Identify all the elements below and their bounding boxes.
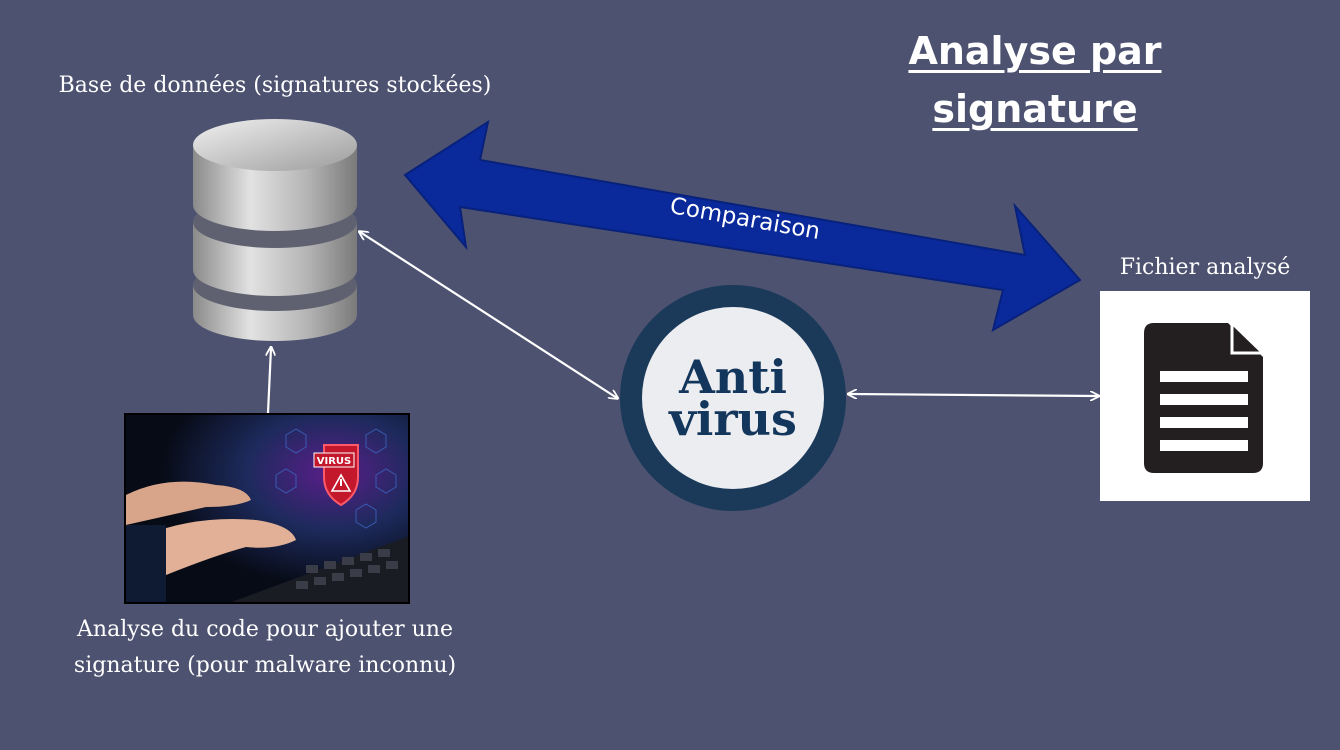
antivirus-line-1: Anti [679, 350, 787, 404]
code-analysis-label-line-1: Analyse du code pour ajouter une [77, 617, 453, 642]
antivirus-line-2: virus [669, 392, 797, 446]
file-label: Fichier analysé [1119, 255, 1291, 280]
code-analysis-label-line-2: signature (pour malware inconnu) [73, 653, 457, 678]
analysis-db-connector [268, 348, 271, 414]
analyzed-file-box [1100, 291, 1310, 501]
title-line-2: signature [932, 87, 1138, 131]
diagram-title: Analyse par signature [880, 22, 1190, 138]
virus-badge-text: VIRUS [317, 456, 351, 467]
antivirus-file-connector [849, 394, 1098, 396]
database-icon [193, 119, 357, 341]
code-analysis-label: Analyse du code pour ajouter une signatu… [20, 612, 510, 684]
db-antivirus-connector [360, 232, 617, 398]
code-analysis-photo: VIRUS [124, 413, 410, 604]
database-label: Base de données (signatures stockées) [58, 73, 492, 98]
title-line-1: Analyse par [908, 29, 1162, 73]
comparison-arrow [403, 119, 1082, 333]
hacker-keyboard-image: VIRUS [126, 415, 408, 602]
antivirus-node: Anti virus [642, 307, 824, 489]
document-icon [1144, 319, 1267, 473]
